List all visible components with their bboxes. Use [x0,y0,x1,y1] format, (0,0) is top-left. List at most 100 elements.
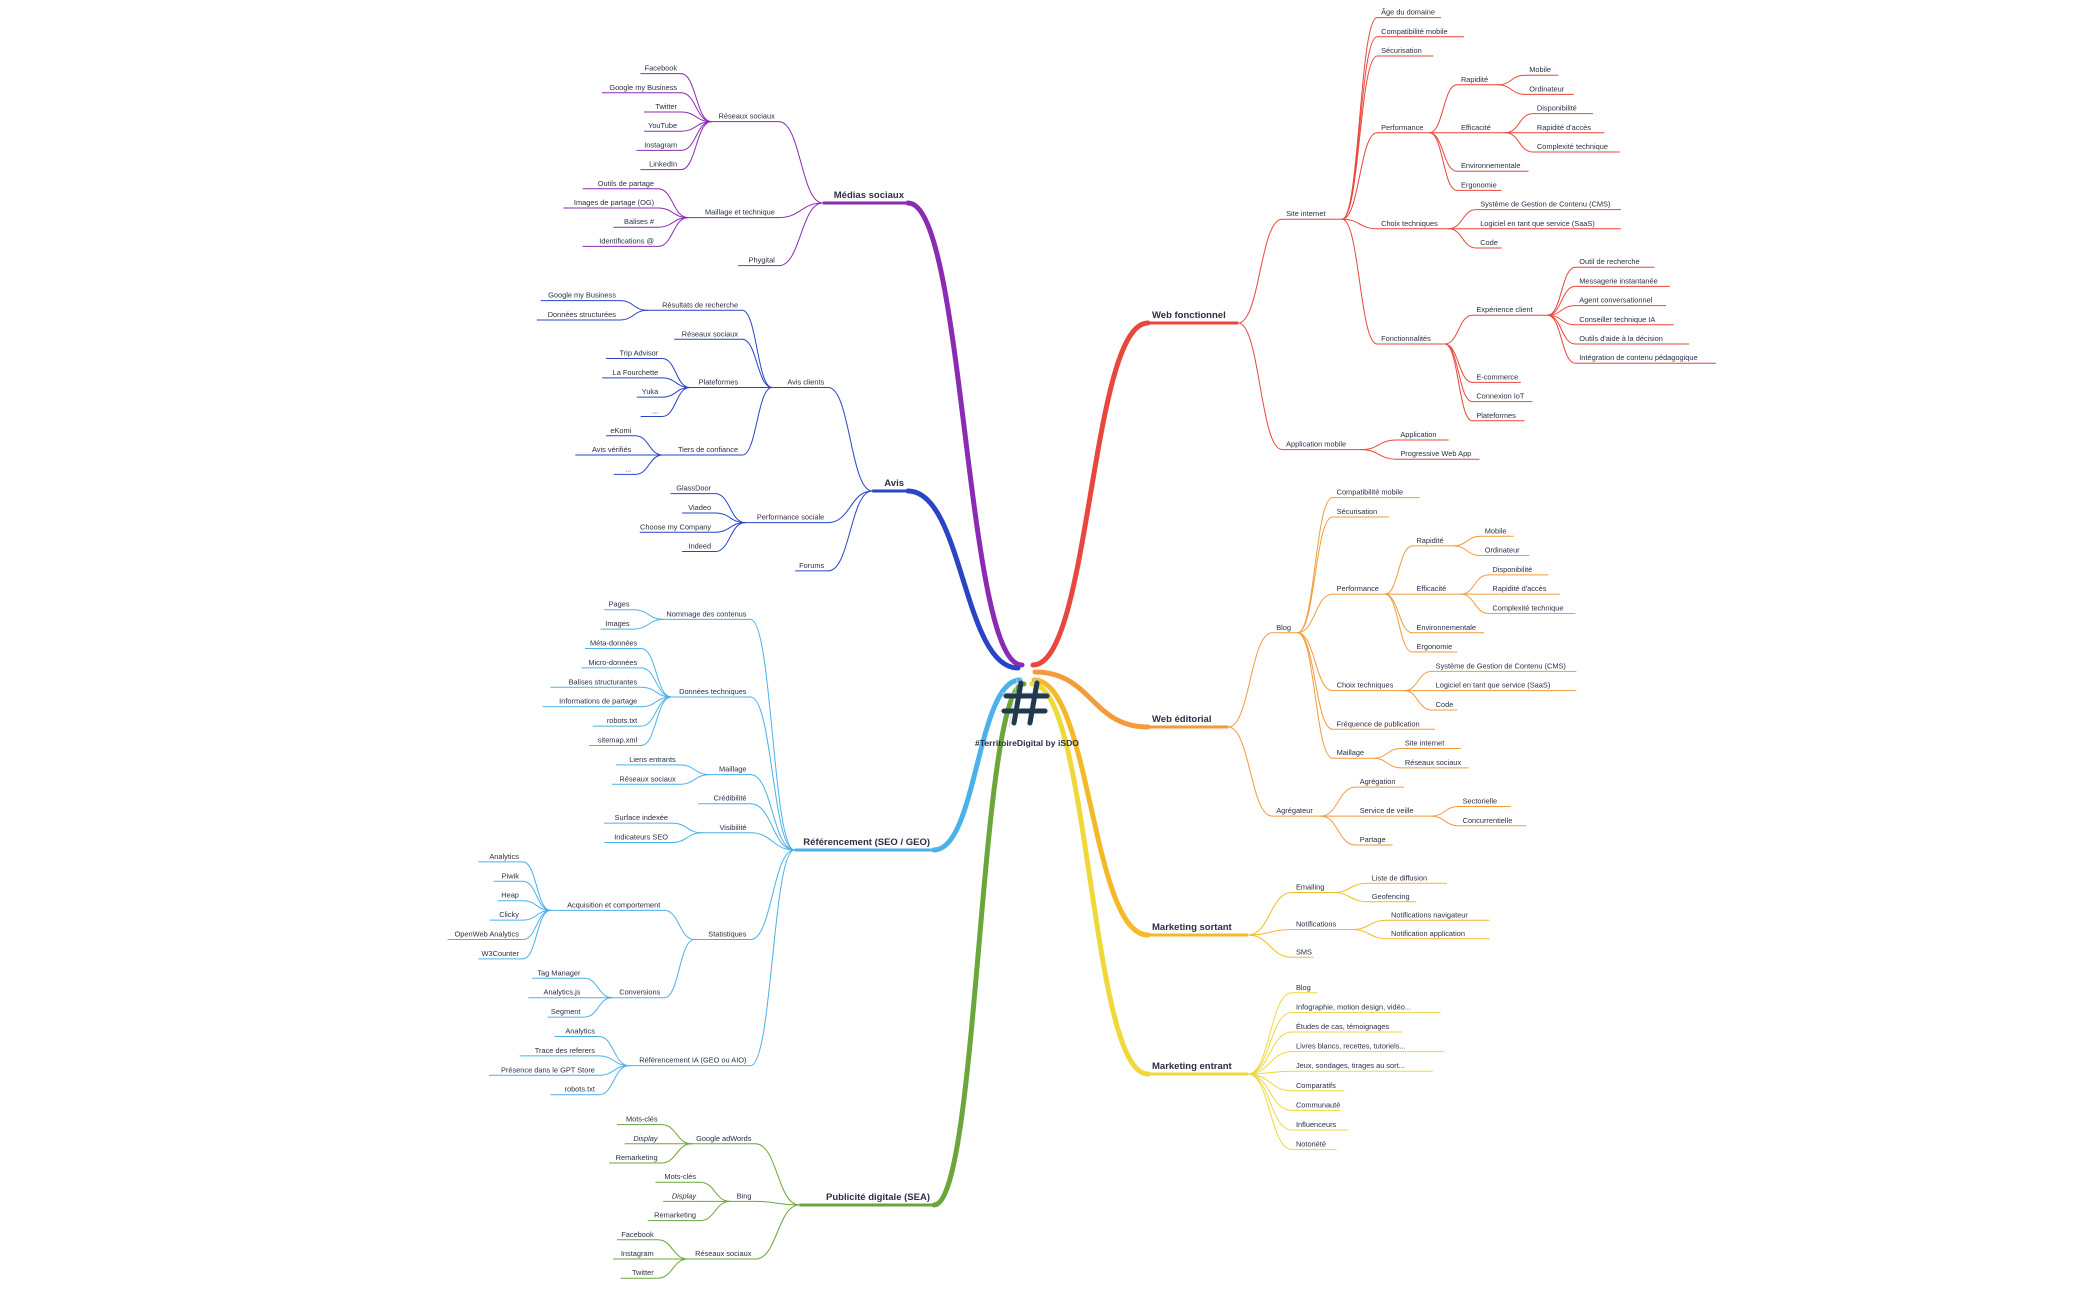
node-label[interactable]: Clicky [499,910,519,919]
node-label[interactable]: Ergonomie [1461,180,1497,189]
node-label[interactable]: Code [1436,700,1454,709]
node-label[interactable]: Réseaux sociaux [695,1249,752,1258]
node-label[interactable]: Trip Advisor [619,349,658,358]
node-label[interactable]: Twitter [632,1268,654,1277]
node-label[interactable]: Remarketing [654,1211,696,1220]
node-label[interactable]: Trace des referers [535,1046,595,1055]
node-label[interactable]: OpenWeb Analytics [455,930,520,939]
node-label[interactable]: Complexité technique [1492,603,1563,612]
node-label[interactable]: Fréquence de publication [1337,719,1420,728]
node-label[interactable]: Mots-clés [664,1172,696,1181]
node-label[interactable]: Emailing [1296,883,1324,892]
node-label[interactable]: Performance sociale [757,513,824,522]
node-label[interactable]: eKomi [610,426,631,435]
node-label[interactable]: SMS [1296,947,1312,956]
node-label[interactable]: Facebook [621,1230,654,1239]
node-label[interactable]: Plateformes [1476,411,1516,420]
node-label[interactable]: Résultats de recherche [662,300,738,309]
node-label[interactable]: Méta-données [590,639,638,648]
node-label[interactable]: Performance [1337,584,1379,593]
node-label[interactable]: Display [672,1191,698,1200]
node-label[interactable]: Indeed [689,542,712,551]
node-label[interactable]: Sécurisation [1337,507,1378,516]
node-label[interactable]: Réseaux sociaux [682,329,739,338]
node-label[interactable]: Expérience client [1476,305,1532,314]
node-label[interactable]: Marketing sortant [1152,922,1233,933]
node-label[interactable]: Médias sociaux [834,190,905,201]
node-label[interactable]: Marketing entrant [1152,1061,1233,1072]
node-label[interactable]: Efficacité [1461,123,1491,132]
node-label[interactable]: Liste de diffusion [1372,873,1427,882]
node-label[interactable]: Jeux, sondages, tirages au sort... [1296,1061,1405,1070]
node-label[interactable]: Geofencing [1372,892,1410,901]
node-label[interactable]: Influenceurs [1296,1120,1337,1129]
node-label[interactable]: Web fonctionnel [1152,310,1226,321]
node-label[interactable]: LinkedIn [649,160,677,169]
node-label[interactable]: Notifications navigateur [1391,910,1468,919]
node-label[interactable]: Micro-données [588,658,637,667]
node-label[interactable]: W3Counter [482,949,520,958]
node-label[interactable]: Pages [609,600,630,609]
node-label[interactable]: Rapidité d'accès [1537,123,1591,132]
node-label[interactable]: Sectorielle [1463,796,1498,805]
node-label[interactable]: Mobile [1485,526,1507,535]
node-label[interactable]: sitemap.xml [598,736,638,745]
node-label[interactable]: E-commerce [1476,372,1518,381]
node-label[interactable]: Référencement IA (GEO ou AIO) [639,1056,746,1065]
node-label[interactable]: Intégration de contenu pédagogique [1579,353,1697,362]
node-label[interactable]: Âge du domaine [1381,8,1435,17]
node-label[interactable]: GlassDoor [676,484,711,493]
node-label[interactable]: Notification application [1391,929,1465,938]
node-label[interactable]: Outils d'aide à la décision [1579,334,1663,343]
node-label[interactable]: Segment [551,1007,581,1016]
node-label[interactable]: Viadeo [688,503,711,512]
node-label[interactable]: Réseaux sociaux [1405,758,1462,767]
node-label[interactable]: Compatibilité mobile [1381,27,1448,36]
node-label[interactable]: Google my Business [548,291,616,300]
node-label[interactable]: Twitter [655,102,677,111]
node-label[interactable]: Piwik [502,871,520,880]
node-label[interactable]: Données structurées [548,310,616,319]
node-label[interactable]: Connexion IoT [1476,392,1525,401]
node-label[interactable]: Choix techniques [1381,219,1438,228]
node-label[interactable]: Blog [1276,623,1291,632]
node-label[interactable]: ... [625,464,631,473]
node-label[interactable]: Environnementale [1416,623,1476,632]
node-label[interactable]: Site internet [1405,739,1444,748]
node-label[interactable]: Concurrentielle [1463,816,1513,825]
node-label[interactable]: Bing [737,1191,752,1200]
node-label[interactable]: Display [633,1134,659,1143]
node-label[interactable]: Ordinateur [1529,84,1564,93]
node-label[interactable]: Code [1480,238,1498,247]
node-label[interactable]: Tiers de confiance [678,445,738,454]
node-label[interactable]: robots.txt [565,1085,595,1094]
node-label[interactable]: Images [605,619,630,628]
node-label[interactable]: Google my Business [609,83,677,92]
node-label[interactable]: Maillage et technique [705,208,775,217]
node-label[interactable]: Ordinateur [1485,546,1520,555]
node-label[interactable]: Fonctionnalités [1381,334,1431,343]
node-label[interactable]: Compatibilité mobile [1337,488,1404,497]
node-label[interactable]: Outils de partage [598,179,654,188]
node-label[interactable]: Remarketing [616,1153,658,1162]
node-label[interactable]: Crédibilité [714,794,747,803]
node-label[interactable]: Réseaux sociaux [619,774,676,783]
node-label[interactable]: Efficacité [1416,584,1446,593]
node-label[interactable]: Logiciel en tant que service (SaaS) [1480,219,1595,228]
node-label[interactable]: Instagram [644,140,677,149]
node-label[interactable]: Visibilité [720,823,747,832]
node-label[interactable]: Instagram [621,1249,654,1258]
node-label[interactable]: Système de Gestion de Contenu (CMS) [1480,200,1610,209]
node-label[interactable]: Agent conversationnel [1579,296,1652,305]
node-label[interactable]: Blog [1296,983,1311,992]
node-label[interactable]: Images de partage (OG) [574,198,654,207]
node-label[interactable]: Disponibilité [1492,565,1532,574]
node-label[interactable]: Application [1400,430,1436,439]
node-label[interactable]: Rapidité d'accès [1492,584,1546,593]
node-label[interactable]: ... [652,406,658,415]
node-label[interactable]: Progressive Web App [1400,449,1471,458]
node-label[interactable]: Données techniques [679,687,747,696]
node-label[interactable]: Mots-clés [626,1115,658,1124]
node-label[interactable]: Forums [799,561,824,570]
node-label[interactable]: Facebook [645,64,678,73]
